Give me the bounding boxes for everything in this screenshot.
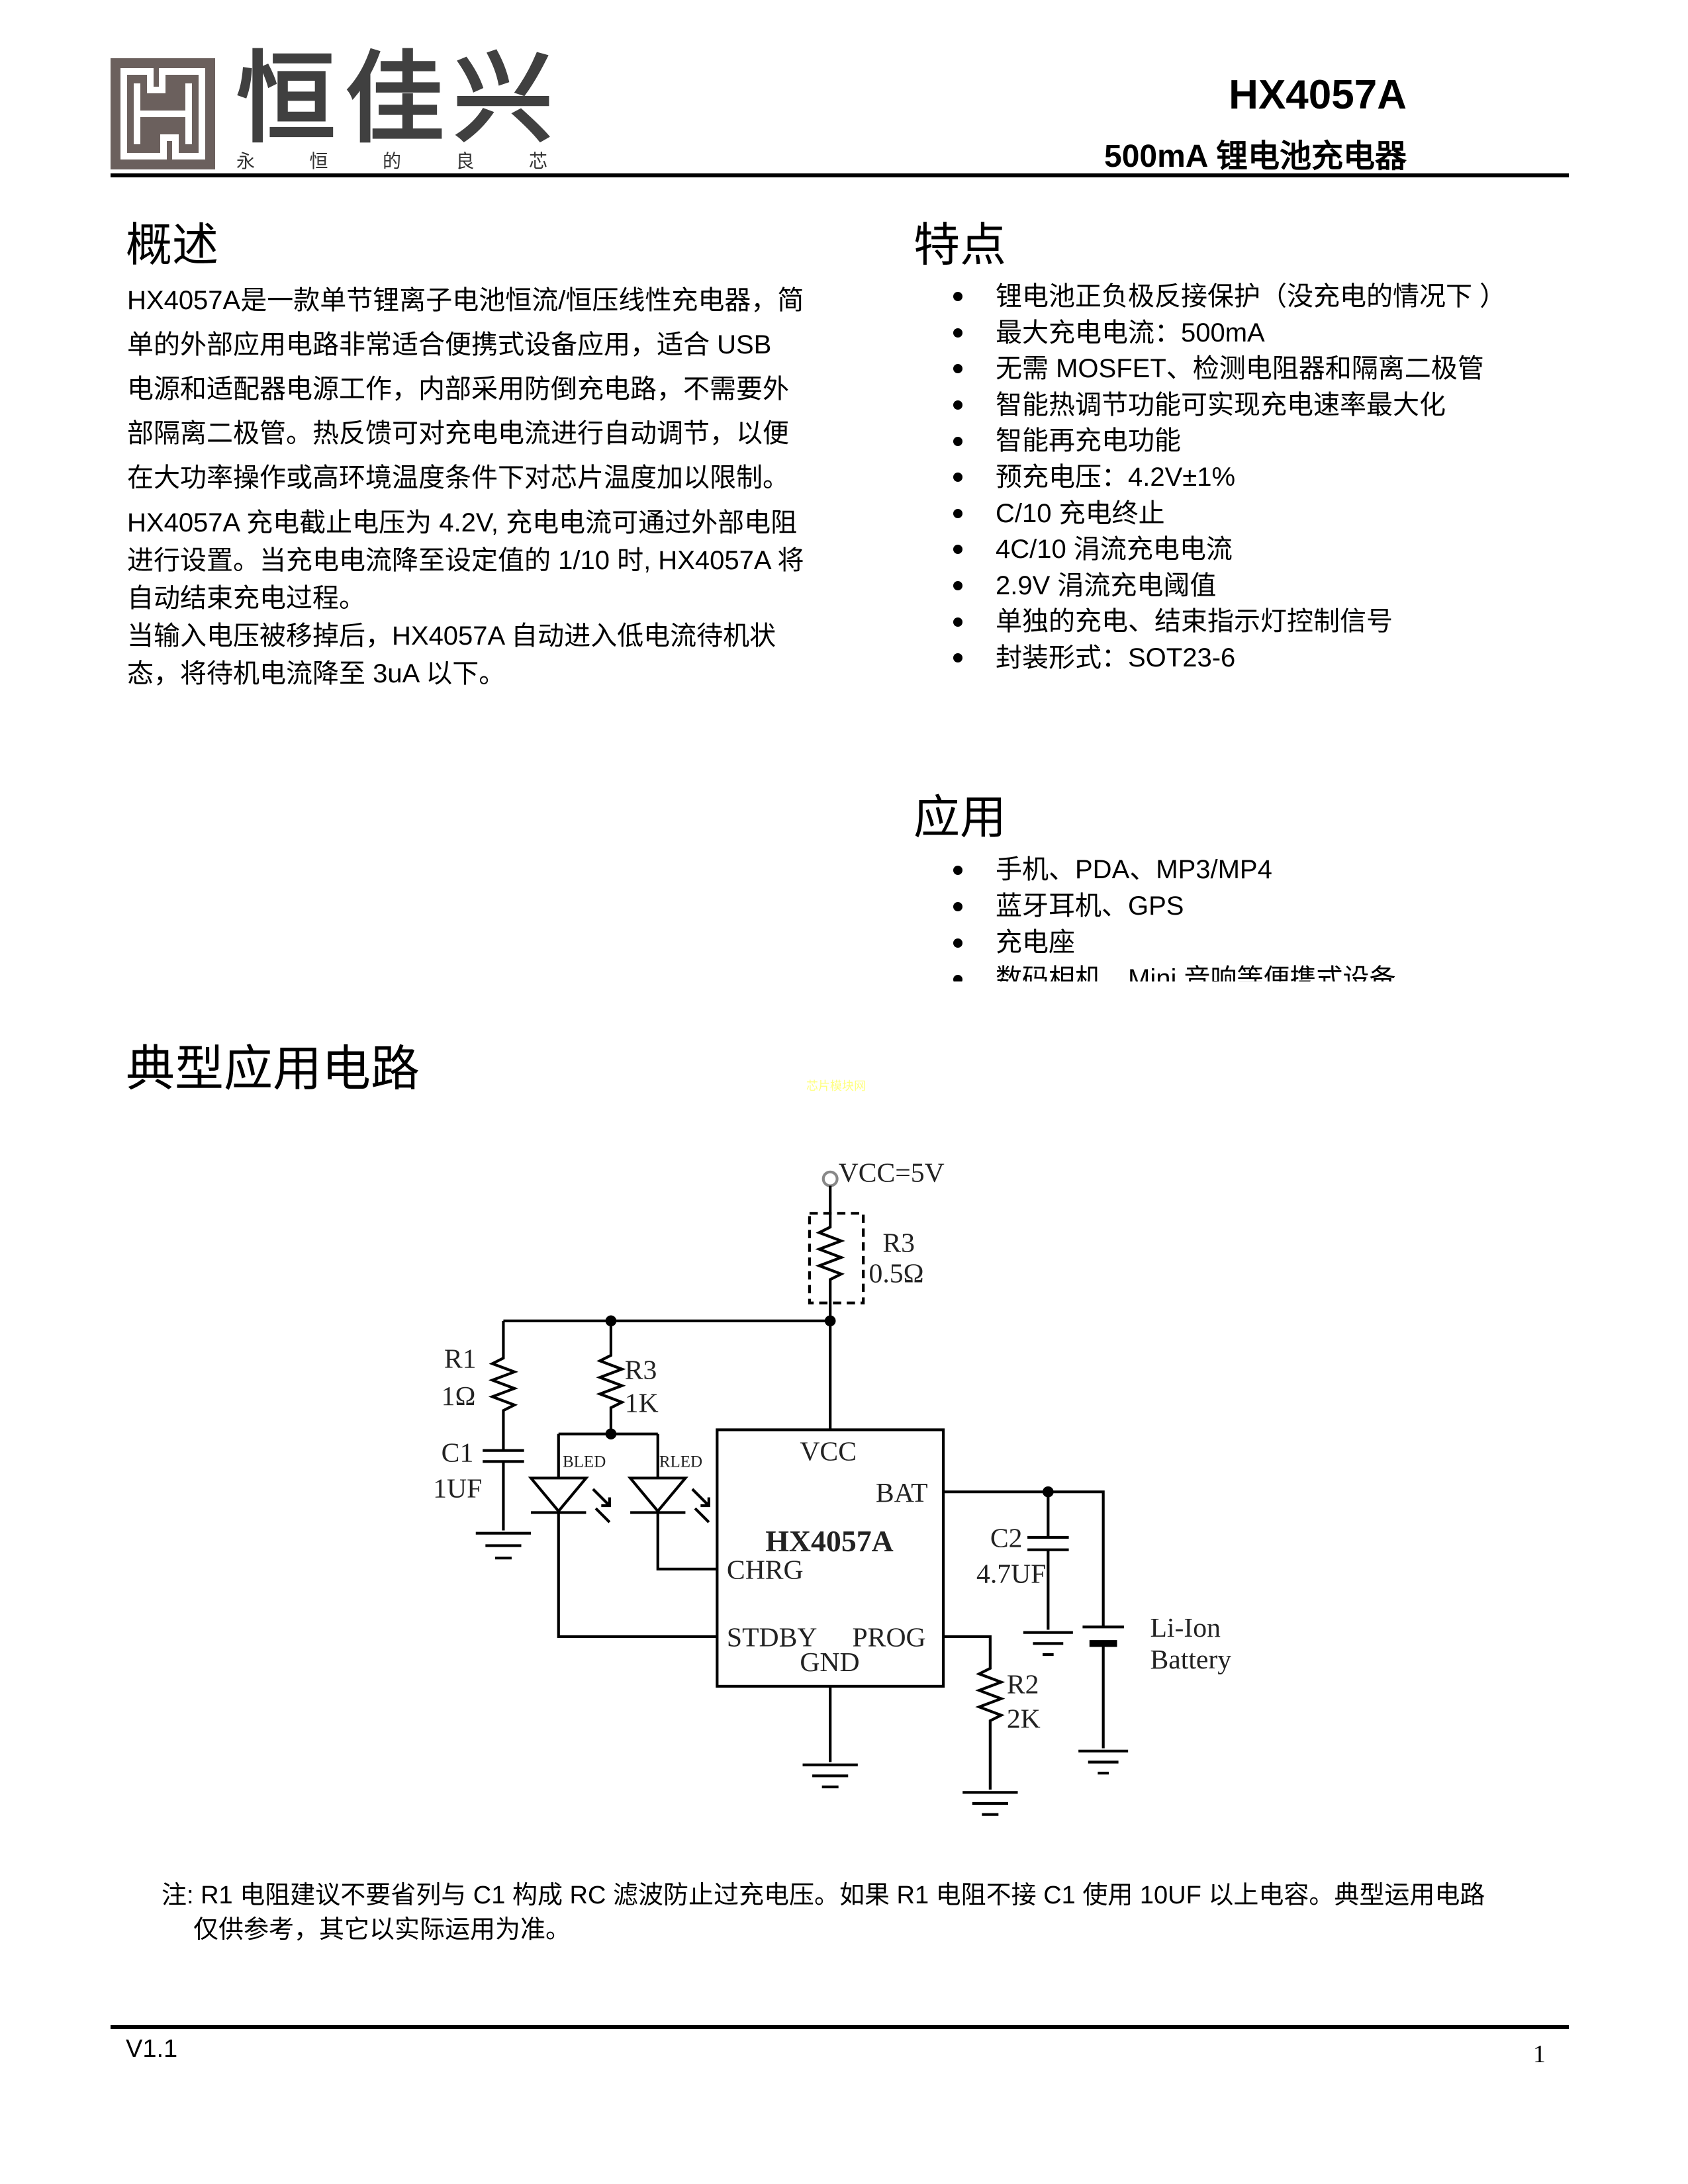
r3-value: 1K — [625, 1388, 659, 1418]
list-item: 锂电池正负极反接保护（没充电的情况下 ） — [953, 279, 1506, 315]
text-line: 在大功率操作或高环境温度条件下对芯片温度加以限制。 — [127, 463, 789, 492]
vcc-terminal-icon — [821, 1170, 839, 1187]
text-line: HX4057A 充电截止电压为 4.2V, 充电电流可通过外部电阻 — [127, 508, 798, 537]
c1-value: 1UF — [433, 1474, 482, 1504]
list-item: 最大充电电流：500mA — [953, 315, 1506, 351]
pin-vcc: VCC — [800, 1436, 857, 1467]
list-item: 充电座 — [953, 925, 1395, 961]
logo-mark-icon — [111, 58, 215, 169]
vcc-label: VCC=5V — [839, 1158, 945, 1188]
company-logo: 恒佳兴 永 恒 的 良 芯 — [111, 49, 553, 173]
document-subtitle: 500mA 锂电池充电器 — [1104, 139, 1407, 174]
r2-value: 2K — [1007, 1704, 1041, 1734]
slogan-char: 良 — [455, 151, 475, 171]
battery-label-2: Battery — [1150, 1645, 1232, 1675]
list-item: C/10 充电终止 — [953, 496, 1506, 532]
footer-rule — [111, 2025, 1569, 2029]
bled-label: BLED — [563, 1453, 606, 1471]
r2-name: R2 — [1007, 1669, 1039, 1700]
text-line: 当输入电压被移掉后，HX4057A 自动进入低电流待机状 — [127, 621, 776, 651]
slogan-char: 恒 — [309, 151, 328, 171]
r3-name: R3 — [625, 1355, 657, 1385]
junction-dots — [605, 1315, 1054, 1498]
list-item: 无需 MOSFET、检测电阻器和隔离二极管 — [953, 351, 1506, 387]
text-line: 自动结束充电过程。 — [127, 584, 365, 613]
page-number: 1 — [1533, 2040, 1546, 2068]
slogan-char: 永 — [236, 151, 256, 171]
r1-name: R1 — [444, 1344, 477, 1375]
list-item: 智能再充电功能 — [953, 423, 1506, 459]
overview-heading: 概述 — [126, 219, 218, 271]
list-item: 蓝牙耳机、GPS — [953, 888, 1395, 925]
list-item: 2.9V 涓流充电阈值 — [953, 568, 1506, 604]
header-rule — [111, 173, 1569, 177]
slogan-char: 芯 — [528, 151, 547, 171]
c1-name: C1 — [442, 1437, 474, 1468]
r1-value: 1Ω — [442, 1381, 476, 1412]
features-heading: 特点 — [914, 219, 1006, 271]
text-line: 单的外部应用电路非常适合便携式设备应用，适合 USB — [127, 330, 772, 359]
logo-slogan: 永 恒 的 良 芯 — [236, 147, 547, 173]
text-line: 部隔离二极管。热反馈可对充电电流进行自动调节，以便 — [127, 419, 789, 448]
list-item: 数码相机、Mini 音响等便携式设备 — [953, 961, 1395, 981]
list-item: 封装形式：SOT23-6 — [953, 640, 1506, 676]
chip-name: HX4057A — [765, 1524, 894, 1558]
text-line: 态，将待机电流降至 3uA 以下。 — [127, 659, 506, 688]
pin-chrg: CHRG — [727, 1555, 804, 1585]
applications-list: 手机、PDA、MP3/MP4 蓝牙耳机、GPS 充电座 数码相机、Mini 音响… — [953, 852, 1395, 981]
version-label: V1.1 — [126, 2035, 178, 2063]
circuit-heading: 典型应用电路 — [126, 1041, 420, 1096]
note-line-1: 注: R1 电阻建议不要省列与 C1 构成 RC 滤波防止过充电压。如果 R1 … — [162, 1882, 1485, 1909]
part-number: HX4057A — [1229, 72, 1407, 118]
applications-heading: 应用 — [914, 792, 1006, 843]
c2-value: 4.7UF — [976, 1559, 1046, 1590]
r3-top-name: R3 — [882, 1228, 915, 1259]
list-item: 单独的充电、结束指示灯控制信号 — [953, 604, 1506, 640]
list-item: 手机、PDA、MP3/MP4 — [953, 852, 1395, 888]
c2-name: C2 — [990, 1524, 1023, 1554]
overview-paragraph-1: HX4057A是一款单节锂离子电池恒流/恒压线性充电器，简 单的外部应用电路非常… — [127, 279, 842, 500]
pin-stdby: STDBY — [727, 1623, 818, 1653]
pin-gnd: GND — [800, 1647, 859, 1678]
text-line: HX4057A是一款单节锂离子电池恒流/恒压线性充电器，简 — [127, 286, 804, 315]
logo-text: 恒佳兴 — [236, 43, 563, 154]
text-line: 电源和适配器电源工作，内部采用防倒充电路，不需要外 — [127, 375, 789, 404]
watermark: 芯片模块网 — [806, 1079, 866, 1093]
overview-paragraph-2: HX4057A 充电截止电压为 4.2V, 充电电流可通过外部电阻 进行设置。当… — [127, 504, 842, 693]
slogan-char: 的 — [382, 151, 401, 171]
features-list: 锂电池正负极反接保护（没充电的情况下 ） 最大充电电流：500mA 无需 MOS… — [953, 279, 1506, 676]
pin-bat: BAT — [876, 1478, 928, 1508]
list-item: 预充电压：4.2V±1% — [953, 459, 1506, 496]
note-line-2: 仅供参考，其它以实际运用为准。 — [193, 1916, 571, 1944]
r3-top-value: 0.5Ω — [869, 1259, 924, 1289]
pin-prog: PROG — [853, 1623, 926, 1653]
list-item: 4C/10 涓流充电电流 — [953, 531, 1506, 568]
rled-label: RLED — [659, 1453, 702, 1471]
text-line: 进行设置。当充电电流降至设定值的 1/10 时, HX4057A 将 — [127, 546, 804, 575]
battery-label-1: Li-Ion — [1150, 1613, 1221, 1643]
list-item: 智能热调节功能可实现充电速率最大化 — [953, 387, 1506, 424]
